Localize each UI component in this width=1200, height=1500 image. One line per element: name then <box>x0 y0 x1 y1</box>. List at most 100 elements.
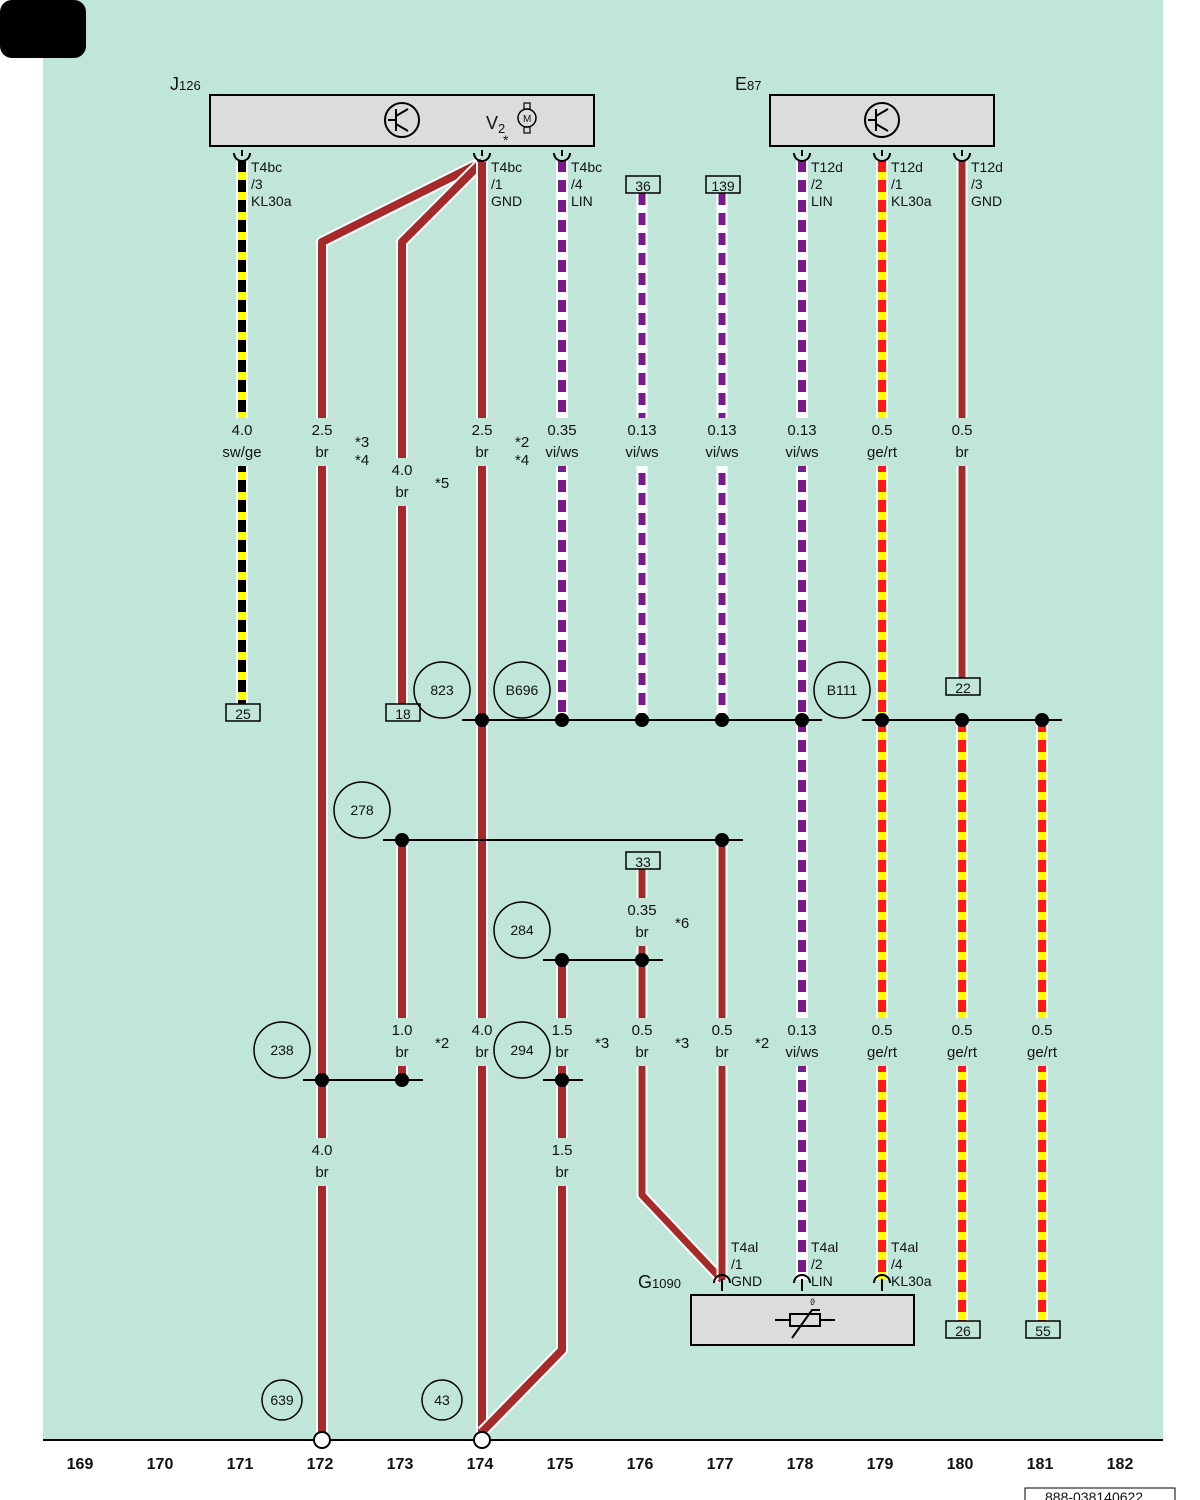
box-references: 25 18 36 139 22 33 26 55 <box>225 175 1061 1339</box>
circle-ref: 238 <box>270 1042 294 1058</box>
column-number: 175 <box>547 1456 574 1473</box>
wire-labels: 4.0sw/ge2.5br4.0br2.5br0.35vi/ws0.13vi/w… <box>212 418 1072 1186</box>
wire-176-lower <box>638 869 725 1283</box>
connector-pin <box>793 152 811 162</box>
box-ref: 36 <box>635 178 651 194</box>
ground-point <box>473 1431 491 1449</box>
wire-label-bg <box>612 1018 672 1066</box>
box-ref: 25 <box>235 706 251 722</box>
wire-175-lower <box>479 960 566 1435</box>
box-ref: 55 <box>1035 1323 1051 1339</box>
e87-label: E87 <box>735 74 761 94</box>
column-number: 179 <box>867 1456 894 1473</box>
g1090-label: G1090 <box>638 1272 681 1292</box>
wire-label-bg <box>612 898 672 946</box>
column-number: 180 <box>947 1456 974 1473</box>
wire-color: vi/ws <box>785 1044 818 1061</box>
wire-color: br <box>475 1044 488 1061</box>
svg-text:ϑ: ϑ <box>810 1297 815 1307</box>
box-ref: 22 <box>955 680 971 696</box>
v2-star: * <box>503 132 509 148</box>
wire-color: br <box>635 1044 648 1061</box>
wire-color: ge/rt <box>1027 1044 1058 1061</box>
wire-color: vi/ws <box>785 444 818 461</box>
column-number: 173 <box>387 1456 414 1473</box>
transistor-icon <box>384 102 420 138</box>
footnote: *2 <box>515 434 529 451</box>
connector-pin <box>713 1274 731 1284</box>
footnote: *2 <box>755 1035 769 1052</box>
column-number: 174 <box>467 1456 494 1473</box>
wire-size: 4.0 <box>312 1142 333 1159</box>
wire-label-bg <box>452 418 512 466</box>
footnote: *3 <box>355 434 369 451</box>
wire-label-bg <box>852 1018 912 1066</box>
circle-ref: 639 <box>270 1392 294 1408</box>
wire-color: br <box>315 444 328 461</box>
column-number: 177 <box>707 1456 734 1473</box>
wire-size: 4.0 <box>232 422 253 439</box>
wire-color: sw/ge <box>222 444 261 461</box>
transistor-icon <box>864 102 900 138</box>
footer-code: 888-038140622 <box>1045 1489 1143 1500</box>
wire-color: br <box>955 444 968 461</box>
connector-pin <box>233 152 251 162</box>
circle-ref: 823 <box>430 682 454 698</box>
wire-label-bg <box>692 1018 752 1066</box>
column-number: 171 <box>227 1456 254 1473</box>
motor-icon: M <box>517 102 537 134</box>
wire-172 <box>318 158 484 1432</box>
footnote: *6 <box>675 915 689 932</box>
footnote: *3 <box>595 1035 609 1052</box>
box-ref: 18 <box>395 706 411 722</box>
connector-pin <box>553 152 571 162</box>
wire-label-bg <box>612 418 672 466</box>
wire-color: br <box>475 444 488 461</box>
wire-label-bg <box>932 418 992 466</box>
column-number: 181 <box>1027 1456 1054 1473</box>
wire-label-bg <box>852 418 912 466</box>
wire-size: 4.0 <box>392 462 413 479</box>
wire-label-bg <box>692 418 752 466</box>
wire-size: 0.5 <box>632 1022 653 1039</box>
footer-box <box>1024 1487 1176 1500</box>
footnote: *4 <box>355 452 369 469</box>
wire-size: 0.13 <box>627 422 656 439</box>
wire-size: 0.5 <box>952 1022 973 1039</box>
page-tab <box>0 0 86 58</box>
v2-label: V2 <box>486 113 505 136</box>
wire-label-bg <box>372 1018 432 1066</box>
wire-color: br <box>395 1044 408 1061</box>
wire-label-bg <box>452 1018 512 1066</box>
wire-label-bg <box>292 1138 352 1186</box>
box-ref: 139 <box>711 178 735 194</box>
wire-size: 0.5 <box>1032 1022 1053 1039</box>
wire-color: br <box>635 924 648 941</box>
wire-label-bg <box>372 458 432 506</box>
circle-ref: 294 <box>510 1042 534 1058</box>
wire-color: br <box>555 1044 568 1061</box>
circle-ref: 284 <box>510 922 534 938</box>
box-ref: 26 <box>955 1323 971 1339</box>
footnote: *5 <box>435 475 449 492</box>
wire-color: ge/rt <box>867 444 898 461</box>
box-ref: 33 <box>635 854 651 870</box>
wire-label-bg <box>532 418 592 466</box>
column-number: 176 <box>627 1456 654 1473</box>
wire-color: br <box>715 1044 728 1061</box>
wire-size: 1.5 <box>552 1022 573 1039</box>
g1090-box <box>690 1294 915 1346</box>
wire-color: vi/ws <box>625 444 658 461</box>
j126-label: J126 <box>170 74 201 94</box>
wire-size: 1.5 <box>552 1142 573 1159</box>
footnote: *2 <box>435 1035 449 1052</box>
footnote: *3 <box>675 1035 689 1052</box>
